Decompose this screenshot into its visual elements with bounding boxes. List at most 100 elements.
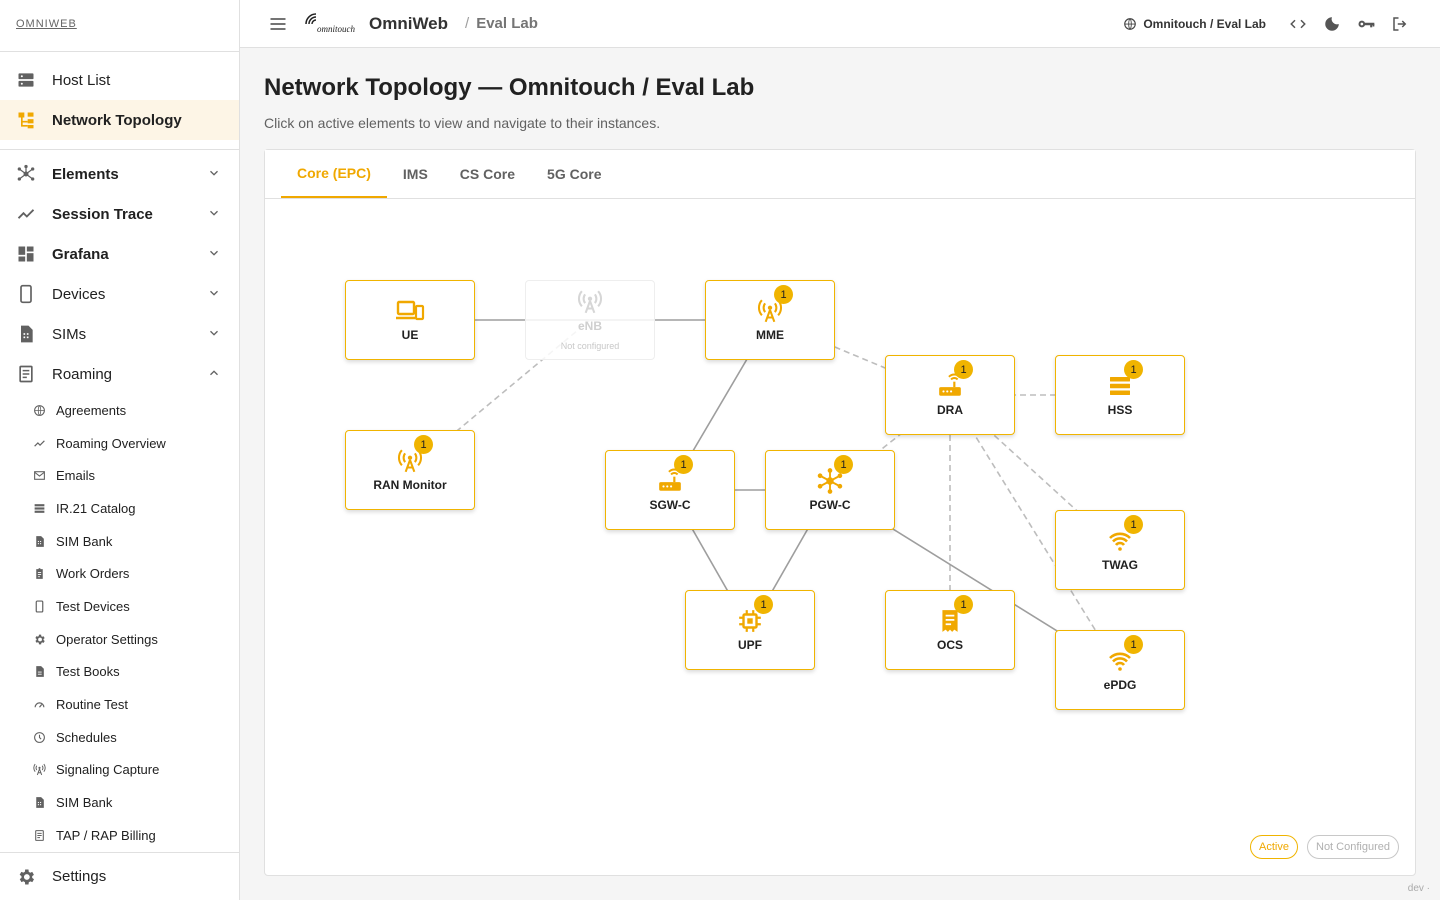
sidebar-subitem-test-books[interactable]: Test Books bbox=[0, 656, 239, 689]
topology-node-ue[interactable]: UE bbox=[345, 280, 475, 360]
sidebar-item-label: Session Trace bbox=[52, 205, 153, 223]
trend-icon bbox=[16, 204, 36, 224]
link-dra-epdg bbox=[949, 394, 1121, 671]
sidebar-subitem-label: SIM Bank bbox=[56, 795, 113, 811]
sidebar-subitem-ir-21-catalog[interactable]: IR.21 Catalog bbox=[0, 492, 239, 525]
legend-not-configured: Not Configured bbox=[1307, 835, 1399, 859]
node-label: ePDG bbox=[1103, 678, 1137, 692]
chevron-down-icon bbox=[207, 286, 221, 304]
node-label: SGW-C bbox=[649, 498, 691, 512]
instance-count-badge: 1 bbox=[774, 285, 793, 304]
tenant-selector[interactable]: Omnitouch / Eval Lab bbox=[1123, 17, 1266, 31]
chip-icon bbox=[734, 608, 766, 634]
sidebar-item-host-list[interactable]: Host List bbox=[0, 60, 239, 100]
sidebar-item-label: Devices bbox=[52, 285, 106, 303]
sidebar-subitem-label: SIM Bank bbox=[56, 533, 113, 549]
code-icon[interactable] bbox=[1286, 12, 1310, 36]
sidebar-item-devices[interactable]: Devices bbox=[0, 274, 239, 314]
sidebar-item-network-topology[interactable]: Network Topology bbox=[0, 100, 239, 140]
sidebar-item-label: SIMs bbox=[52, 325, 87, 343]
gear-icon bbox=[32, 632, 46, 646]
globe-icon bbox=[32, 403, 46, 417]
sim-icon bbox=[32, 796, 46, 810]
sidebar-item-grafana[interactable]: Grafana bbox=[0, 234, 239, 274]
header-actions: Omnitouch / Eval Lab bbox=[1123, 0, 1412, 48]
sidebar-subitem-sim-bank[interactable]: SIM Bank bbox=[0, 786, 239, 819]
wifi-icon bbox=[1104, 648, 1136, 674]
sidebar-subitem-work-orders[interactable]: Work Orders bbox=[0, 557, 239, 590]
hub-icon bbox=[16, 164, 36, 184]
sidebar-subitem-label: Work Orders bbox=[56, 566, 130, 582]
sidebar-item-sims[interactable]: SIMs bbox=[0, 314, 239, 354]
sidebar-subitem-operator-settings[interactable]: Operator Settings bbox=[0, 623, 239, 656]
sidebar-subitem-emails[interactable]: Emails bbox=[0, 459, 239, 492]
sidebar-subitem-label: Emails bbox=[56, 468, 96, 484]
dark-mode-icon[interactable] bbox=[1320, 12, 1344, 36]
node-label: PGW-C bbox=[809, 498, 851, 512]
app-name: OmniWeb bbox=[369, 13, 449, 33]
chevron-down-icon bbox=[207, 166, 221, 184]
sidebar-subitem-sim-bank[interactable]: SIM Bank bbox=[0, 525, 239, 558]
receipt-icon bbox=[934, 608, 966, 634]
instance-count-badge: 1 bbox=[954, 360, 973, 379]
node-status-text: Not configured bbox=[560, 341, 620, 351]
wifi-icon bbox=[1104, 528, 1136, 554]
topology-tabs: Core (EPC) IMS CS Core 5G Core bbox=[265, 150, 1415, 199]
sidebar-subitem-agreements[interactable]: Agreements bbox=[0, 394, 239, 427]
topology-node-dra[interactable]: DRA 1 bbox=[885, 355, 1015, 435]
node-label: OCS bbox=[936, 638, 963, 652]
topology-icon bbox=[16, 110, 36, 130]
sidebar-item-session-trace[interactable]: Session Trace bbox=[0, 194, 239, 234]
breadcrumb-separator: / bbox=[465, 15, 470, 32]
node-label: DRA bbox=[937, 403, 963, 417]
antenna-icon bbox=[32, 763, 46, 777]
top-header: omnitouch OmniWeb / Eval Lab Omnitouch /… bbox=[240, 0, 1440, 48]
breadcrumb[interactable]: Eval Lab bbox=[476, 15, 538, 32]
chevron-up-icon bbox=[207, 366, 221, 384]
key-icon[interactable] bbox=[1354, 12, 1378, 36]
sidebar-subitem-test-devices[interactable]: Test Devices bbox=[0, 590, 239, 623]
logout-icon[interactable] bbox=[1388, 12, 1412, 36]
tab-core-epc[interactable]: Core (EPC) bbox=[281, 150, 387, 198]
sidebar-subitem-signaling-capture[interactable]: Signaling Capture bbox=[0, 754, 239, 787]
settings-label: Settings bbox=[52, 868, 107, 885]
router-icon bbox=[934, 373, 966, 399]
instance-count-badge: 1 bbox=[414, 435, 433, 454]
tab-5g-core[interactable]: 5G Core bbox=[547, 166, 602, 182]
tab-cs-core[interactable]: CS Core bbox=[459, 166, 516, 182]
sidebar-subitem-routine-test[interactable]: Routine Test bbox=[0, 688, 239, 721]
sidebar-subitem-roaming-overview[interactable]: Roaming Overview bbox=[0, 427, 239, 460]
sidebar-divider bbox=[0, 149, 239, 150]
sidebar-item-settings[interactable]: Settings bbox=[0, 852, 239, 900]
brand-link[interactable]: OMNIWEB bbox=[0, 0, 239, 52]
sidebar-subitem-tap-rap-billing[interactable]: TAP / RAP Billing bbox=[0, 819, 239, 852]
node-label: eNB bbox=[577, 319, 602, 333]
chevron-down-icon bbox=[207, 206, 221, 224]
clipboard-icon bbox=[32, 567, 46, 581]
tab-ims[interactable]: IMS bbox=[402, 166, 428, 182]
receipt-icon bbox=[32, 828, 46, 842]
mail-icon bbox=[32, 469, 46, 483]
trend-icon bbox=[32, 436, 46, 450]
sidebar-item-elements[interactable]: Elements bbox=[0, 154, 239, 194]
sidebar-subitem-label: Roaming Overview bbox=[56, 435, 166, 451]
topology-node-sgwc[interactable]: SGW-C 1 bbox=[605, 450, 735, 530]
sidebar-subitem-schedules[interactable]: Schedules bbox=[0, 721, 239, 754]
sidebar-item-roaming[interactable]: Roaming bbox=[0, 354, 239, 394]
env-tag: dev · bbox=[1407, 883, 1430, 894]
server-icon bbox=[16, 70, 36, 90]
instance-count-badge: 1 bbox=[674, 455, 693, 474]
instance-count-badge: 1 bbox=[1124, 360, 1143, 379]
menu-icon[interactable] bbox=[266, 12, 290, 36]
sidebar-subitem-label: Schedules bbox=[56, 729, 117, 745]
